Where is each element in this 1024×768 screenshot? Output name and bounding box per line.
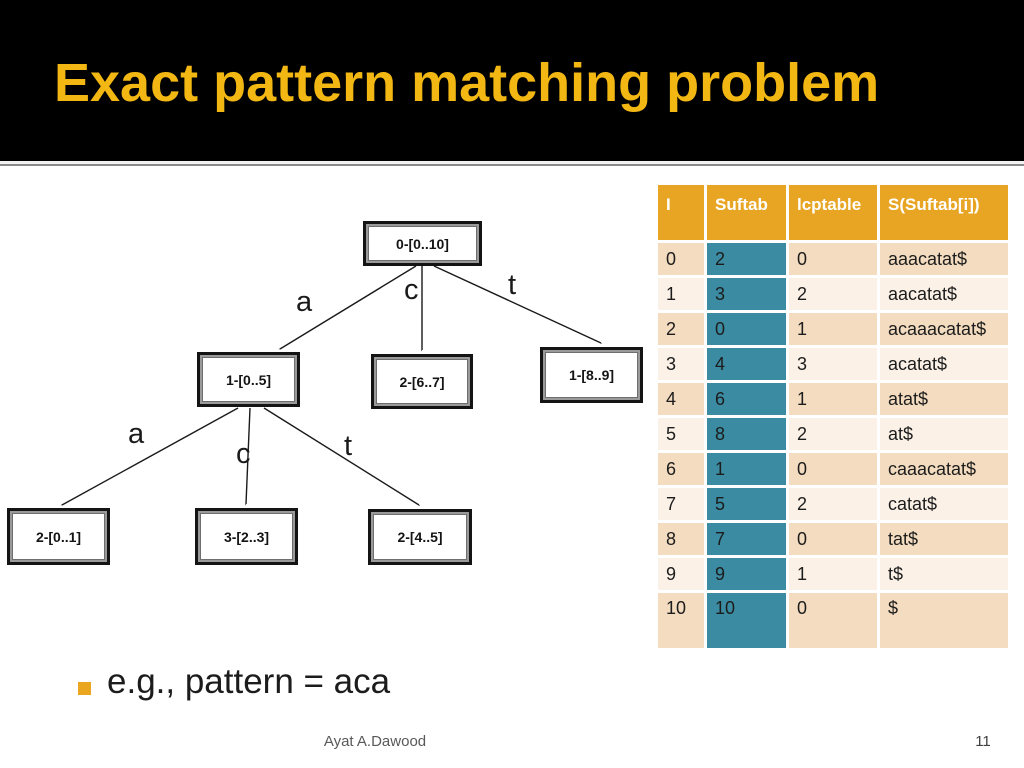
table-cell-lcptable: 2 (789, 418, 877, 450)
table-cell-s: acatat$ (880, 348, 1008, 380)
table-cell-i: 1 (658, 278, 704, 310)
table-cell-i: 3 (658, 348, 704, 380)
tree-node-2-6-7: 2-[6..7] (371, 354, 473, 409)
edge-label-a1: a (296, 286, 313, 318)
edge-label-c2: c (236, 438, 251, 470)
table-cell-suftab: 4 (707, 348, 786, 380)
table-cell-suftab: 5 (707, 488, 786, 520)
table-header-suftab: Suftab (707, 185, 786, 240)
tree-node-1-8-9-label: 1-[8..9] (545, 352, 638, 398)
tree-node-root: 0-[0..10] (363, 221, 482, 266)
table-cell-s: t$ (880, 558, 1008, 590)
table-cell-suftab: 9 (707, 558, 786, 590)
tree-node-3-2-3: 3-[2..3] (195, 508, 298, 565)
table-cell-i: 6 (658, 453, 704, 485)
divider-line-gray (0, 164, 1024, 166)
table-cell-lcptable: 0 (789, 593, 877, 648)
footer-author: Ayat A.Dawood (323, 733, 427, 750)
edge-label-t1: t (508, 269, 517, 301)
table-cell-lcptable: 3 (789, 348, 877, 380)
table-cell-i: 0 (658, 243, 704, 275)
tree-node-2-4-5: 2-[4..5] (368, 509, 472, 565)
page-number: 11 (975, 733, 991, 750)
table-cell-i: 9 (658, 558, 704, 590)
table-cell-suftab: 3 (707, 278, 786, 310)
table-cell-suftab: 8 (707, 418, 786, 450)
tree-node-2-0-1: 2-[0..1] (7, 508, 110, 565)
title-band (0, 0, 1024, 161)
tree-node-2-4-5-label: 2-[4..5] (373, 514, 467, 560)
table-cell-s: atat$ (880, 383, 1008, 415)
edge-label-c1: c (404, 274, 419, 306)
table-cell-i: 5 (658, 418, 704, 450)
table-cell-lcptable: 2 (789, 278, 877, 310)
table-cell-s: at$ (880, 418, 1008, 450)
table-cell-s: acaaacatat$ (880, 313, 1008, 345)
tree-node-1-0-5: 1-[0..5] (197, 352, 300, 407)
tree-node-root-label: 0-[0..10] (368, 226, 477, 261)
table-cell-s: aaacatat$ (880, 243, 1008, 275)
table-header-lcptable: lcptable (789, 185, 877, 240)
table-cell-i: 4 (658, 383, 704, 415)
table-cell-s: catat$ (880, 488, 1008, 520)
bullet-icon (78, 682, 91, 695)
tree-node-1-0-5-label: 1-[0..5] (202, 357, 295, 402)
divider-line-light (0, 161, 1024, 164)
edge-label-a2: a (128, 418, 145, 450)
tree-node-2-0-1-label: 2-[0..1] (12, 513, 105, 560)
slide-title: Exact pattern matching problem (54, 53, 880, 113)
table-cell-lcptable: 1 (789, 383, 877, 415)
table-cell-s: $ (880, 593, 1008, 648)
table-cell-s: tat$ (880, 523, 1008, 555)
table-cell-suftab: 1 (707, 453, 786, 485)
table-cell-lcptable: 1 (789, 558, 877, 590)
tree-node-3-2-3-label: 3-[2..3] (200, 513, 293, 560)
table-cell-suftab: 7 (707, 523, 786, 555)
table-cell-suftab: 2 (707, 243, 786, 275)
tree-node-1-8-9: 1-[8..9] (540, 347, 643, 403)
table-cell-s: caaacatat$ (880, 453, 1008, 485)
table-cell-s: aacatat$ (880, 278, 1008, 310)
table-cell-lcptable: 0 (789, 243, 877, 275)
table-cell-lcptable: 1 (789, 313, 877, 345)
table-cell-i: 7 (658, 488, 704, 520)
tree-node-2-6-7-label: 2-[6..7] (376, 359, 468, 404)
table-cell-suftab: 0 (707, 313, 786, 345)
table-cell-lcptable: 0 (789, 453, 877, 485)
table-cell-lcptable: 0 (789, 523, 877, 555)
table-cell-lcptable: 2 (789, 488, 877, 520)
table-cell-suftab: 10 (707, 593, 786, 648)
table-cell-i: 2 (658, 313, 704, 345)
table-cell-i: 10 (658, 593, 704, 648)
table-header-s: S(Suftab[i]) (880, 185, 1008, 240)
edge-label-t2: t (344, 430, 353, 462)
table-cell-suftab: 6 (707, 383, 786, 415)
table-header-i: I (658, 185, 704, 240)
bullet-text: e.g., pattern = aca (107, 662, 391, 701)
table-cell-i: 8 (658, 523, 704, 555)
